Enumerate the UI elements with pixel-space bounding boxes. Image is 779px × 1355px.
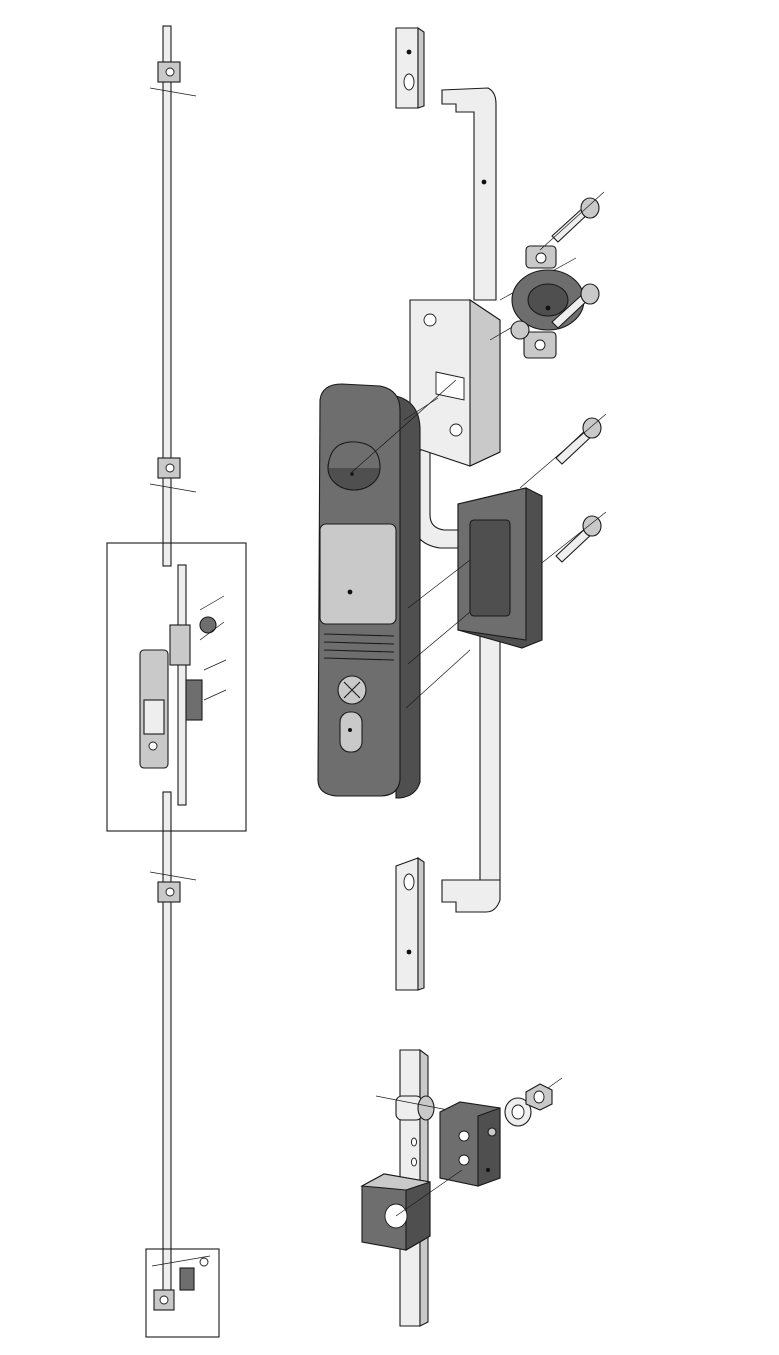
lock-cylinder-icon bbox=[337, 675, 367, 753]
cam-cover bbox=[510, 245, 585, 359]
overview-rod-guide-low bbox=[149, 871, 197, 903]
bolt-screw-1-icon bbox=[539, 191, 605, 251]
detail-frame-clip bbox=[145, 1248, 220, 1338]
lock-handle-icon bbox=[317, 383, 421, 799]
back-housing bbox=[457, 487, 543, 649]
overview-handle-mini bbox=[139, 564, 227, 806]
overview-assembly bbox=[106, 25, 247, 1338]
overview-rod-guide-mid bbox=[149, 457, 197, 493]
handle-grip-ribs bbox=[323, 633, 395, 661]
bolt-screw-2-icon bbox=[551, 283, 600, 329]
bolt-screw-3-icon bbox=[519, 413, 607, 489]
leader-lines-handle bbox=[351, 379, 471, 709]
strike-plate-bottom bbox=[395, 856, 425, 991]
spacer-pin-icon bbox=[375, 1095, 449, 1121]
overview-clip-mini bbox=[151, 1255, 211, 1311]
hex-nut-icon bbox=[525, 1077, 563, 1111]
overview-rod-upper bbox=[162, 25, 172, 567]
connecting-rod bbox=[411, 87, 501, 913]
washer-icon bbox=[504, 1097, 532, 1127]
overview-rod-guide-top bbox=[149, 61, 197, 97]
detail-rod-clip-assembly bbox=[360, 1048, 563, 1327]
overview-rod-lower bbox=[162, 791, 172, 1293]
rod-clip-icon bbox=[360, 1169, 463, 1251]
strike-plate-top bbox=[395, 26, 425, 109]
rod-guide-bracket bbox=[409, 257, 577, 467]
detail-frame-handle bbox=[106, 542, 247, 832]
rod-guide-icon bbox=[439, 1101, 501, 1187]
